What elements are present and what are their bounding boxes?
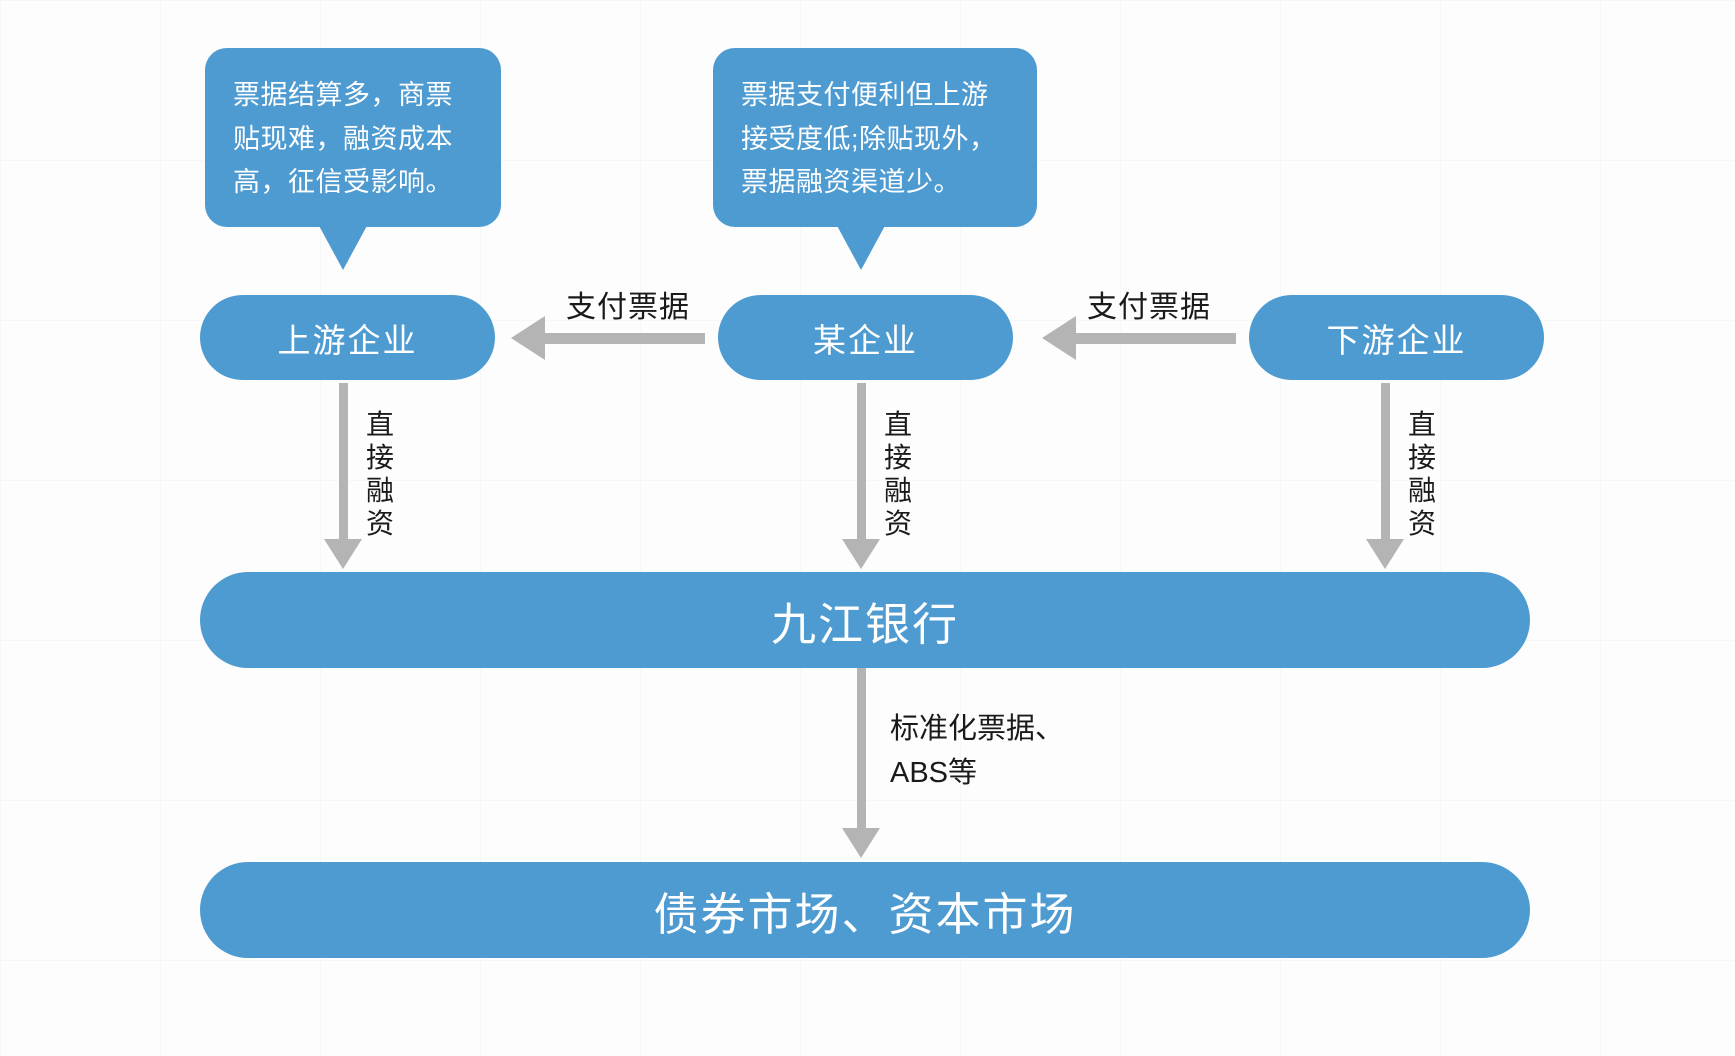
arrow-downstream-to-company-line (1076, 333, 1236, 344)
node-upstream-enterprise[interactable]: 上游企业 (200, 295, 495, 380)
arrow-downstream-to-company-head (1042, 316, 1076, 360)
arrow-bank-to-market-line (857, 668, 866, 828)
edge-label-company-to-bank: 直接融资 (883, 409, 912, 540)
arrow-upstream-to-bank-head (324, 539, 362, 569)
node-some-enterprise[interactable]: 某企业 (718, 295, 1013, 380)
node-downstream-enterprise-label: 下游企业 (1326, 321, 1467, 359)
edge-label-upstream-to-bank: 直接融资 (365, 409, 394, 540)
edge-label-downstream-to-company: 支付票据 (1087, 291, 1211, 324)
edge-label-company-to-upstream: 支付票据 (566, 291, 690, 324)
node-some-enterprise-label: 某企业 (813, 321, 918, 359)
node-upstream-enterprise-label: 上游企业 (277, 321, 418, 359)
arrow-downstream-to-bank-head (1366, 539, 1404, 569)
arrow-company-to-bank-head (842, 539, 880, 569)
arrow-upstream-to-bank-line (339, 383, 348, 539)
arrow-downstream-to-bank-line (1381, 383, 1390, 539)
callout-upstream: 票据结算多，商票 贴现难，融资成本 高，征信受影响。 (205, 48, 501, 228)
node-jiujiang-bank-label: 九江银行 (770, 598, 959, 650)
arrow-company-to-upstream-line (545, 333, 705, 344)
node-bond-capital-market[interactable]: 债券市场、资本市场 (200, 862, 1530, 958)
callout-company: 票据支付便利但上游 接受度低;除贴现外， 票据融资渠道少。 (713, 48, 1037, 228)
callout-company-text: 票据支付便利但上游 接受度低;除贴现外， 票据融资渠道少。 (741, 80, 997, 198)
edge-label-bank-to-market: 标准化票据、 ABS等 (890, 713, 1065, 789)
node-bond-capital-market-label: 债券市场、资本市场 (653, 888, 1077, 940)
arrow-bank-to-market-head (842, 828, 880, 858)
arrow-company-to-bank-line (857, 383, 866, 539)
edge-label-downstream-to-bank: 直接融资 (1407, 409, 1436, 540)
callout-upstream-text: 票据结算多，商票 贴现难，融资成本 高，征信受影响。 (233, 80, 453, 198)
callout-company-tail (835, 222, 887, 270)
arrow-company-to-upstream-head (511, 316, 545, 360)
node-jiujiang-bank[interactable]: 九江银行 (200, 572, 1530, 668)
callout-upstream-tail (317, 222, 369, 270)
node-downstream-enterprise[interactable]: 下游企业 (1249, 295, 1544, 380)
